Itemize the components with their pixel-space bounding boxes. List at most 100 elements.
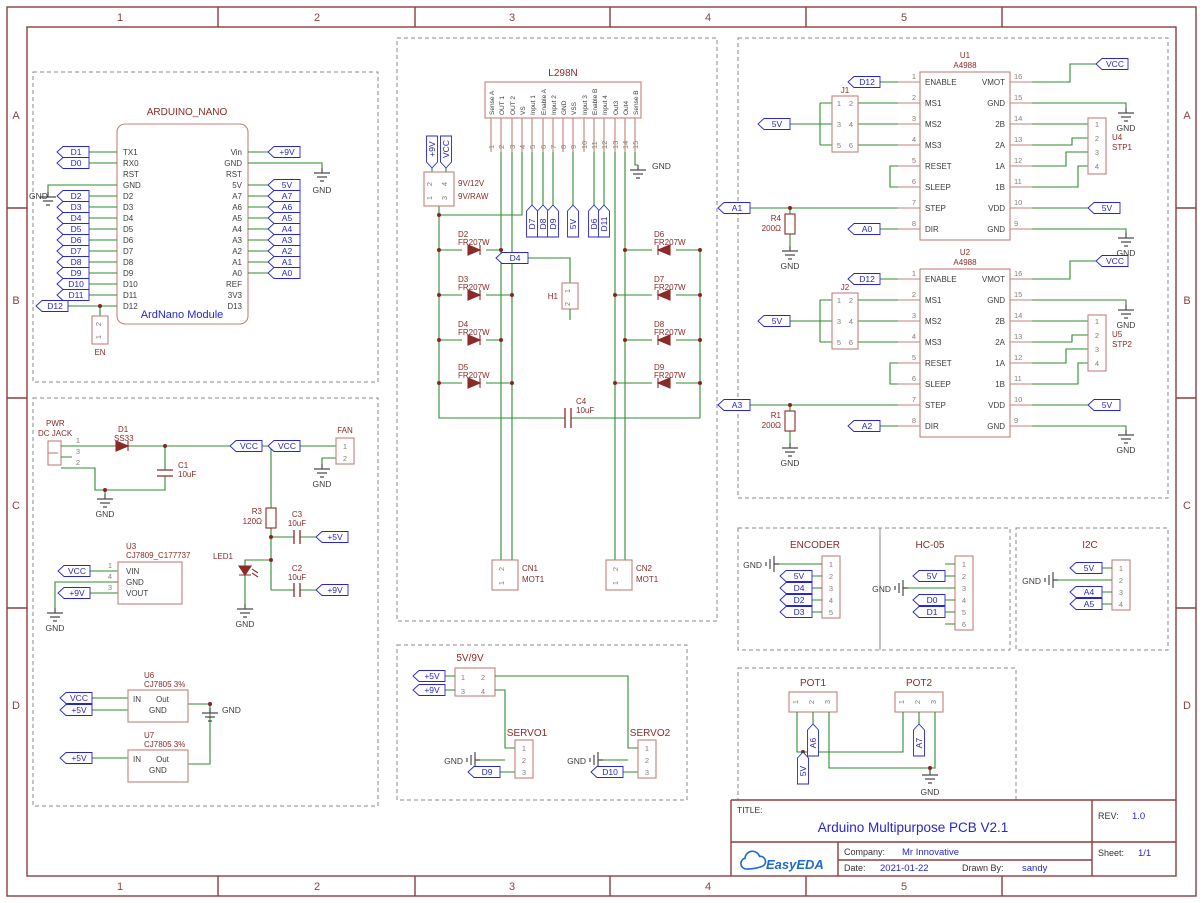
net-flag[interactable]: +9V [57, 587, 91, 599]
gnd-symbol[interactable] [1044, 571, 1059, 589]
wires[interactable] [1058, 567, 1112, 605]
connector-cn1[interactable]: 2 1 CN1 MOT1 [491, 559, 545, 591]
ic-u6[interactable]: U6 CJ7805 3% IN Out GND [127, 671, 189, 723]
net-flag[interactable]: A5 [267, 212, 301, 224]
net-flag[interactable]: D6 [56, 234, 90, 246]
gnd-symbol[interactable] [1117, 107, 1135, 122]
net-flag[interactable]: +5V [315, 531, 349, 543]
wires[interactable] [47, 151, 323, 316]
gnd-symbol[interactable] [781, 245, 799, 260]
wires[interactable] [779, 563, 822, 613]
net-flag[interactable]: A5 [1069, 598, 1103, 610]
net-flag[interactable]: A3 [717, 399, 751, 411]
ic-u3[interactable]: U3 CJ7809_C177737 VIN GND VOUT 1 4 3 [108, 542, 191, 605]
net-flag[interactable]: D0 [912, 594, 946, 606]
net-flag[interactable]: VCC [267, 440, 301, 452]
wires[interactable] [54, 445, 336, 765]
connector-j1[interactable]: J1 1 3 5 2 4 6 [831, 86, 859, 153]
connector-servo2[interactable]: SERVO2 1 2 3 [630, 728, 671, 779]
net-flag[interactable]: A7 [267, 190, 301, 202]
gnd-symbol[interactable] [894, 579, 909, 597]
capacitor[interactable] [157, 469, 301, 597]
net-flag[interactable]: 5V [567, 204, 579, 238]
connector-5v9v[interactable]: 1 3 2 4 [454, 667, 496, 697]
gnd-symbol[interactable] [313, 463, 331, 478]
net-flag[interactable]: VCC [1095, 255, 1129, 267]
net-flag[interactable]: D7 [526, 204, 538, 238]
gnd-symbol[interactable] [765, 555, 780, 573]
net-flag[interactable]: D11 [56, 289, 90, 301]
net-flag[interactable]: D9 [56, 267, 90, 279]
resistor[interactable] [265, 507, 277, 529]
ic-l298n[interactable]: Sense A OUT 1 OUT 2 VS Input 1 Enable A … [484, 81, 642, 152]
net-flag[interactable]: +5V [412, 670, 446, 682]
gnd-symbol[interactable] [589, 751, 604, 769]
ic-u7[interactable]: U7 CJ7805 3% IN Out GND [127, 731, 189, 783]
connector-cn2[interactable]: 2 1 CN2 MOT1 [605, 559, 659, 591]
connector-pot1[interactable]: POT1 1 2 3 [788, 678, 838, 713]
gnd-symbol[interactable] [46, 607, 64, 622]
net-flag[interactable]: 5V [912, 570, 946, 582]
wires[interactable] [796, 712, 936, 770]
net-flag[interactable]: A0 [267, 267, 301, 279]
net-flag[interactable]: 5V [1087, 399, 1121, 411]
net-flag[interactable]: A6 [807, 723, 819, 757]
wires[interactable] [445, 675, 638, 773]
net-flag[interactable]: D6 [588, 204, 600, 238]
connector-9v12v[interactable]: 2 1 4 3 9V/12V 9V/RAW [423, 171, 489, 207]
net-flag[interactable]: D4 [495, 252, 529, 264]
net-flag[interactable]: +9V [426, 135, 438, 169]
wires[interactable] [750, 63, 1127, 246]
net-flag[interactable]: A4 [1069, 586, 1103, 598]
net-flag[interactable]: A6 [267, 201, 301, 213]
net-flag[interactable]: 5V [757, 118, 791, 130]
gnd-symbol[interactable] [466, 751, 481, 769]
capacitor[interactable] [564, 408, 572, 428]
net-flag[interactable]: D7 [56, 245, 90, 257]
net-flag[interactable]: VCC [229, 440, 263, 452]
connector-h1[interactable]: H1 1 2 [548, 282, 579, 310]
net-flag[interactable]: 5V [779, 570, 813, 582]
gnd-symbol[interactable] [96, 493, 114, 508]
net-flag[interactable]: D8 [537, 204, 549, 238]
net-flag[interactable]: D2 [779, 594, 813, 606]
net-flag[interactable]: VCC [59, 692, 93, 704]
net-flag[interactable]: VCC [57, 565, 91, 577]
net-flag[interactable]: VCC [1095, 58, 1129, 70]
ic-arduino-nano[interactable]: ArdNano Module TX1 RX0 RST GND D2 D3 D4 … [116, 123, 249, 325]
net-flag[interactable]: D2 [56, 190, 90, 202]
net-flag[interactable]: D10 [56, 278, 90, 290]
net-flag[interactable]: D4 [779, 582, 813, 594]
net-flag[interactable]: +5V [59, 704, 93, 716]
net-flag[interactable]: A1 [267, 256, 301, 268]
net-flag[interactable]: D8 [56, 256, 90, 268]
net-flag[interactable]: +5V [59, 752, 93, 764]
connector-i2c[interactable]: 1 2 3 4 [1111, 559, 1131, 611]
led[interactable] [237, 565, 259, 578]
gnd-symbol[interactable] [236, 603, 254, 618]
ic-u1-a4988[interactable]: U1 A4988 1 2 3 4 5 6 7 8 ENABLE MS1 MS2 … [898, 51, 1032, 241]
gnd-symbol[interactable] [1117, 429, 1135, 444]
ic-u2-a4988[interactable]: U2 A4988 1 2 3 4 5 6 7 8 ENABLE MS1 MS2 … [898, 248, 1032, 438]
gnd-symbol[interactable] [921, 769, 939, 784]
connector-fan[interactable]: FAN 1 2 [335, 426, 355, 465]
net-flag[interactable]: D12 [847, 273, 881, 285]
gnd-symbol[interactable] [781, 442, 799, 457]
connector-j2[interactable]: J2 1 3 5 2 4 6 [831, 283, 859, 350]
net-flag[interactable]: 5V [797, 751, 809, 785]
net-flag[interactable]: A3 [267, 234, 301, 246]
connector-encoder[interactable]: 1 2 3 4 5 [821, 555, 841, 619]
net-flag[interactable]: 5V [267, 179, 301, 191]
net-flag[interactable]: A2 [847, 420, 881, 432]
net-flag[interactable]: D0 [56, 157, 90, 169]
connector-u4-stp1[interactable]: 1 2 3 4 U4 STP1 [1087, 117, 1133, 175]
net-flag[interactable]: D9 [467, 766, 501, 778]
net-flag[interactable]: D12 [35, 300, 69, 312]
connector-u5-stp2[interactable]: 1 2 3 4 U5 STP2 [1087, 314, 1133, 372]
net-flag[interactable]: D1 [56, 146, 90, 158]
net-flag[interactable]: +9V [315, 584, 349, 596]
connector-servo1[interactable]: SERVO1 1 2 3 [507, 728, 548, 779]
wires[interactable] [908, 563, 955, 625]
net-flag[interactable]: A7 [913, 723, 925, 757]
net-flag[interactable]: D5 [56, 223, 90, 235]
